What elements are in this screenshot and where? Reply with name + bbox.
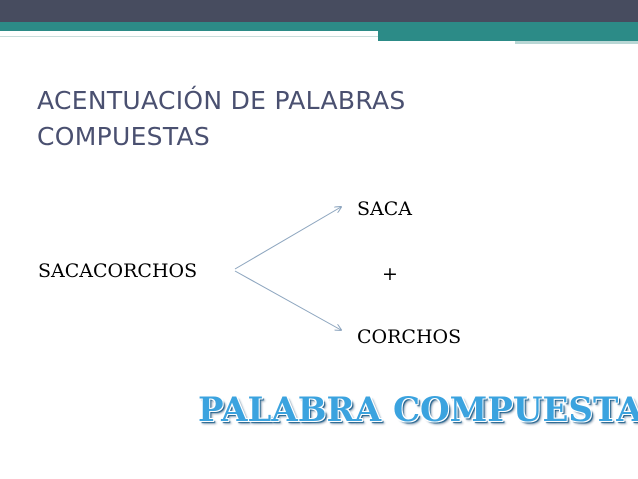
part-one-text: SACA <box>357 198 412 220</box>
header-dark-bar <box>0 0 638 22</box>
part-two-text: CORCHOS <box>357 326 462 348</box>
arrow-down-icon <box>234 270 341 330</box>
header-light-accent <box>515 41 638 44</box>
compound-word-text: SACACORCHOS <box>38 260 198 282</box>
plus-sign: + <box>382 263 398 285</box>
header-teal-accent <box>378 31 638 41</box>
header-thin-line <box>0 36 378 37</box>
compound-word-banner: PALABRA COMPUESTA <box>198 390 638 430</box>
arrow-up-icon <box>234 207 341 270</box>
slide-title: ACENTUACIÓN DE PALABRAS COMPUESTAS <box>37 86 406 151</box>
header-teal-band <box>0 22 638 31</box>
